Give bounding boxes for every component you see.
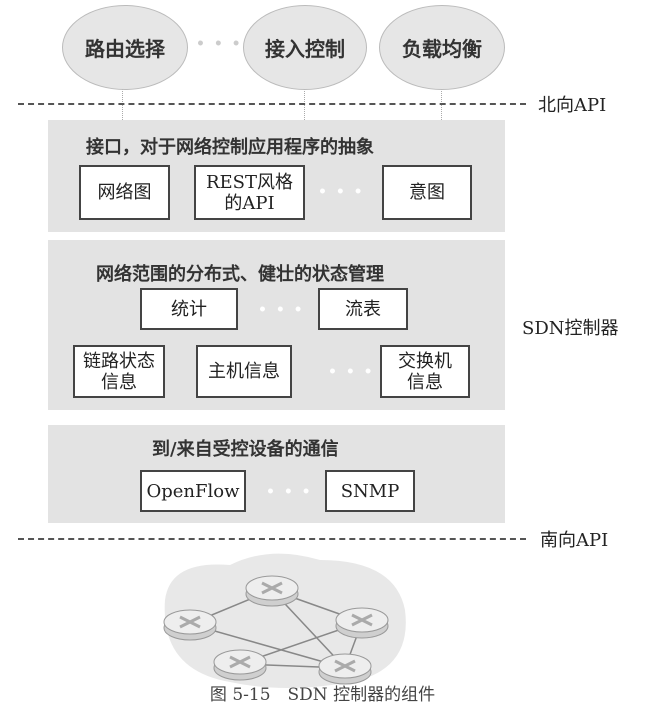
ellipsis: • • • <box>258 302 305 318</box>
ellipsis: • • • <box>328 364 375 380</box>
northbound-api-label: 北向API <box>538 95 607 116</box>
router-icon <box>318 653 372 685</box>
router-icon <box>213 649 267 681</box>
app-routing: 路由选择 <box>62 5 188 90</box>
host-info-box: 主机信息 <box>196 345 292 398</box>
network-graph-box: 网络图 <box>79 165 170 220</box>
switch-info-box: 交换机信息 <box>380 345 470 398</box>
layer-title: 网络范围的分布式、健壮的状态管理 <box>96 264 384 285</box>
app-load-balance: 负载均衡 <box>379 5 505 90</box>
intent-box: 意图 <box>382 165 472 220</box>
figure-caption: 图 5-15 SDN 控制器的组件 <box>209 685 436 705</box>
flow-table-box: 流表 <box>318 288 408 330</box>
app-access-control: 接入控制 <box>243 5 367 90</box>
southbound-line <box>18 538 526 540</box>
link-state-box: 链路状态信息 <box>73 345 165 398</box>
state-management-layer: 网络范围的分布式、健壮的状态管理 统计 • • • 流表 链路状态信息 主机信息… <box>48 240 505 410</box>
layer-title: 到/来自受控设备的通信 <box>152 439 339 460</box>
ellipsis: • • • <box>196 36 243 52</box>
communication-layer: 到/来自受控设备的通信 OpenFlow • • • SNMP <box>48 425 505 523</box>
statistics-box: 统计 <box>140 288 238 330</box>
layer-title: 接口，对于网络控制应用程序的抽象 <box>86 137 374 158</box>
router-icon <box>163 609 217 641</box>
openflow-box: OpenFlow <box>140 470 246 512</box>
router-icon <box>245 575 299 607</box>
rest-api-box: REST风格的API <box>194 165 305 220</box>
sdn-controller-label: SDN控制器 <box>522 318 619 339</box>
ellipsis: • • • <box>318 184 365 200</box>
ellipsis: • • • <box>266 484 313 500</box>
interface-layer: 接口，对于网络控制应用程序的抽象 网络图 REST风格的API • • • 意图 <box>48 120 505 232</box>
southbound-api-label: 南向API <box>540 530 609 551</box>
router-icon <box>335 607 389 639</box>
snmp-box: SNMP <box>325 470 415 512</box>
northbound-line <box>18 103 526 105</box>
